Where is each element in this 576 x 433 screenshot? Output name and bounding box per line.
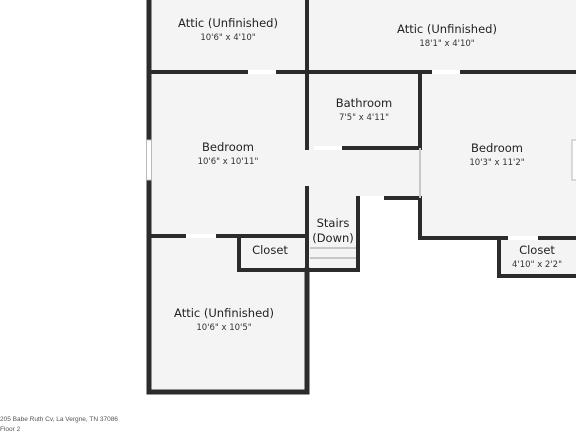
door-closet-right — [508, 236, 538, 240]
room-label-bathroom: Bathroom — [336, 96, 392, 110]
window-left-bedroom — [147, 140, 152, 180]
door-attic-right — [432, 70, 460, 74]
room-label-attic-bottom: Attic (Unfinished) — [174, 306, 274, 320]
room-dims-bedroom-left: 10'6" x 10'11" — [198, 157, 259, 167]
hallway-floor — [307, 148, 420, 198]
room-dims-closet-right: 4'10" x 2'2" — [512, 260, 562, 270]
room-label-closet-left: Closet — [252, 243, 288, 257]
door-bathroom — [314, 146, 342, 150]
room-dims-bedroom-right: 10'3" x 11'2" — [469, 158, 524, 168]
bedroom-right-floor — [420, 74, 576, 238]
room-label-closet-right: Closet — [519, 243, 555, 257]
room-dims-bathroom: 7'5" x 4'11" — [339, 113, 389, 123]
room-label-bedroom-right: Bedroom — [471, 141, 523, 155]
door-bedroom-left-bottom — [186, 234, 216, 238]
room-dims-attic-top-right: 18'1" x 4'10" — [419, 39, 474, 49]
room-dims-attic-top-left: 10'6" x 4'10" — [200, 33, 255, 43]
room-label-attic-top-right: Attic (Unfinished) — [397, 22, 497, 36]
bathroom-floor — [309, 74, 420, 148]
window-right-bedroom — [572, 140, 576, 180]
bedroom-left-floor — [150, 72, 307, 236]
room-dims-attic-bottom: 10'6" x 10'5" — [196, 323, 251, 333]
room-label-stairs-line1: Stairs — [317, 216, 350, 230]
room-label-bedroom-left: Bedroom — [202, 140, 254, 154]
address-caption: 205 Babe Ruth Cv, La Vergne, TN 37086 — [0, 416, 118, 423]
door-stairs-hall — [360, 196, 384, 200]
door-bedroom-left-top — [248, 70, 276, 74]
room-label-attic-top-left: Attic (Unfinished) — [178, 16, 278, 30]
room-label-stairs-line2: (Down) — [312, 231, 354, 245]
attic-top-right-floor — [309, 0, 576, 72]
